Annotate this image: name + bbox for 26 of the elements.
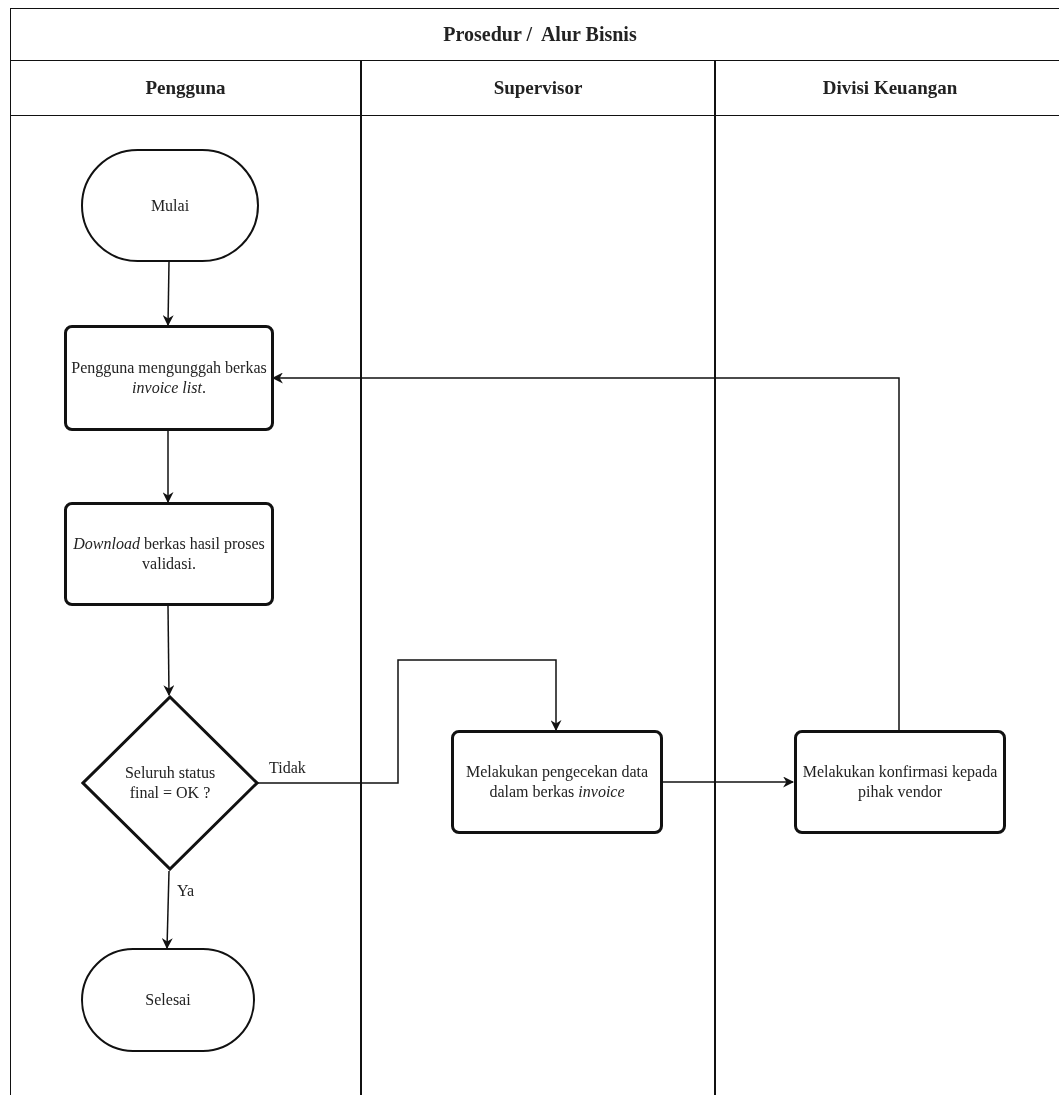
- node-text: Download berkas hasil proses validasi.: [72, 534, 266, 574]
- arrow: [161, 870, 173, 950]
- process-box: [794, 730, 1006, 834]
- node-text: Melakukan pengecekan data dalam berkas invoice: [464, 762, 650, 802]
- process-box: [451, 730, 663, 834]
- arrow: [271, 372, 900, 731]
- arrow: [257, 659, 562, 784]
- arrow: [163, 605, 175, 697]
- swimlane: [361, 60, 715, 1095]
- node-text: Seluruh status final = OK ?: [123, 763, 217, 803]
- node-text: Mulai: [149, 195, 191, 216]
- lane-heading: Pengguna: [145, 76, 226, 99]
- diagram-title: Prosedur / Alur Bisnis: [443, 23, 637, 46]
- arrow: [162, 430, 174, 504]
- lane-heading: Supervisor: [493, 76, 583, 99]
- lane-heading: Divisi Keuangan: [822, 76, 958, 99]
- node-text: Pengguna mengunggah berkas invoice list.: [70, 358, 268, 398]
- node-text: Melakukan konfirmasi kepada pihak vendor: [801, 762, 999, 802]
- node-text: Selesai: [144, 990, 192, 1010]
- arrow: [661, 776, 795, 788]
- arrow: [162, 261, 174, 327]
- process-box: [64, 325, 274, 431]
- swimlane: [715, 60, 1059, 1095]
- decision-diamond: [81, 695, 259, 871]
- process-box: [64, 502, 274, 606]
- swimlane: [10, 60, 361, 1095]
